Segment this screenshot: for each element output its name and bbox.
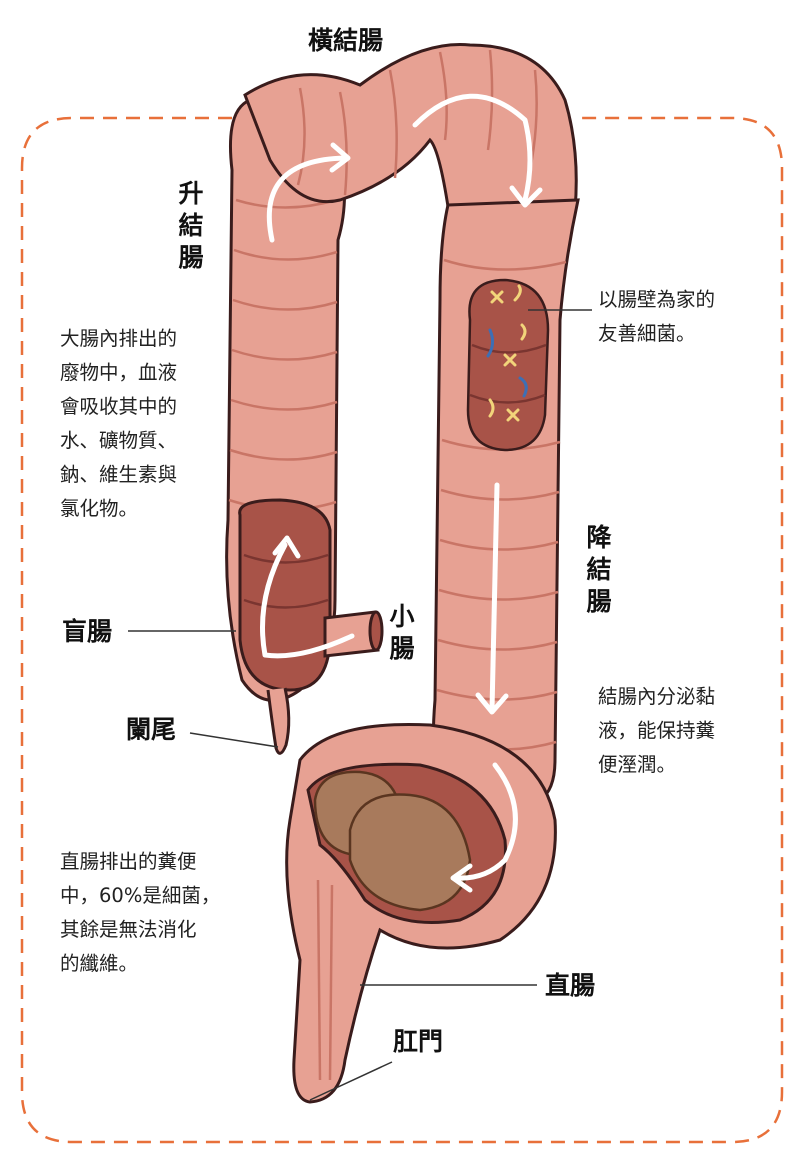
note-absorption-line: 水、礦物質、 bbox=[60, 429, 178, 452]
note-feces-line: 直腸排出的糞便 bbox=[60, 850, 197, 873]
label-ascending-colon: 升結腸 bbox=[178, 179, 204, 272]
arrow-cecum-head bbox=[272, 535, 301, 559]
note-absorption: 大腸內排出的 廢物中，血液 會吸收其中的 水、礦物質、 鈉、維生素與 氯化物。 bbox=[60, 322, 177, 526]
label-appendix: 闌尾 bbox=[126, 715, 177, 744]
label-transverse-colon: 橫結腸 bbox=[308, 26, 384, 55]
note-mucus: 結腸內分泌黏 液，能保持糞 便溼潤。 bbox=[598, 680, 715, 782]
arrow-ascending bbox=[266, 155, 348, 243]
arrow-ascending-head bbox=[329, 142, 351, 173]
arrow-transverse bbox=[412, 93, 533, 203]
label-rectum: 直腸 bbox=[545, 971, 596, 1000]
arrow-rectum bbox=[452, 762, 518, 881]
feces bbox=[313, 770, 472, 912]
note-bacteria: 以腸壁為家的 友善細菌。 bbox=[598, 283, 715, 351]
arrow-descending bbox=[489, 482, 500, 713]
label-anus: 肛門 bbox=[393, 1027, 444, 1056]
leader-anus bbox=[309, 1061, 393, 1101]
note-feces-line: 其餘是無法消化 bbox=[60, 918, 197, 941]
note-feces: 直腸排出的糞便 中，60%是細菌， 其餘是無法消化 的纖維。 bbox=[60, 845, 220, 981]
cecum bbox=[238, 498, 332, 692]
leader-lines bbox=[128, 309, 592, 1101]
label-descending-colon: 降結腸 bbox=[586, 523, 612, 616]
note-mucus-line: 便溼潤。 bbox=[598, 753, 677, 776]
bacteria-window bbox=[466, 278, 550, 452]
note-mucus-line: 結腸內分泌黏 bbox=[598, 685, 716, 708]
note-absorption-line: 鈉、維生素與 bbox=[60, 463, 178, 486]
arrow-rectum-head bbox=[450, 863, 473, 893]
arrow-cecum bbox=[260, 542, 355, 659]
note-absorption-line: 氯化物。 bbox=[60, 497, 139, 520]
transverse-colon bbox=[243, 43, 578, 222]
note-absorption-line: 廢物中，血液 bbox=[60, 361, 178, 384]
note-absorption-line: 會吸收其中的 bbox=[60, 395, 178, 418]
note-absorption-line: 大腸內排出的 bbox=[60, 327, 178, 350]
label-small-intestine: 小腸 bbox=[389, 602, 415, 663]
note-feces-line: 的纖維。 bbox=[60, 952, 139, 975]
note-bacteria-line: 友善細菌。 bbox=[598, 322, 696, 345]
dashed-frame bbox=[20, 116, 784, 1144]
label-cecum: 盲腸 bbox=[62, 617, 113, 646]
leader-appendix bbox=[189, 732, 279, 748]
appendix bbox=[266, 687, 291, 755]
flow-arrows bbox=[260, 93, 543, 893]
note-feces-line: 中，60%是細菌， bbox=[60, 884, 221, 907]
arrow-transverse-head bbox=[509, 185, 543, 208]
arrow-descending-head bbox=[475, 692, 509, 715]
note-mucus-line: 液，能保持糞 bbox=[598, 719, 716, 742]
bacteria-marks bbox=[486, 284, 528, 422]
note-bacteria-line: 以腸壁為家的 bbox=[598, 288, 716, 311]
